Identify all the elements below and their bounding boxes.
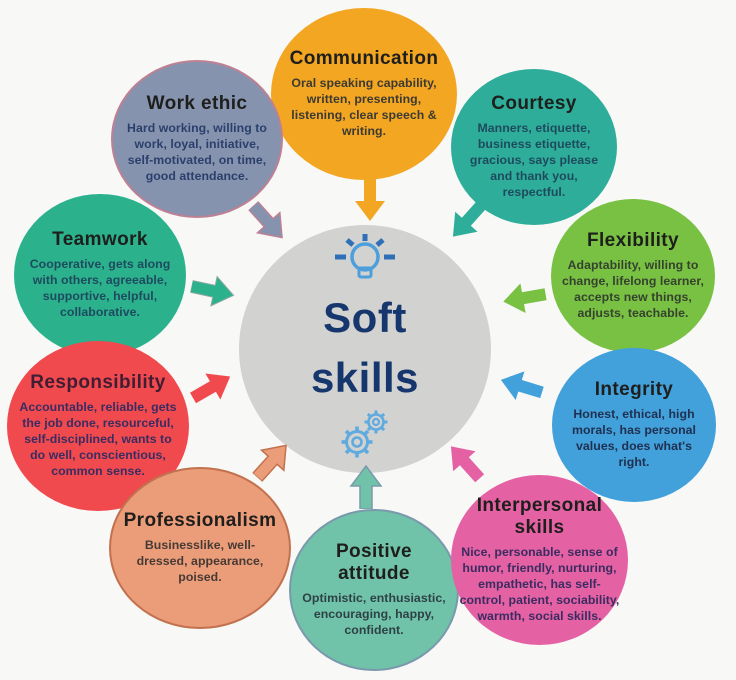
node-title: Integrity (594, 378, 674, 400)
node-positive-attitude: Positive attitude Optimistic, enthusiast… (289, 509, 459, 671)
node-responsibility: Responsibility Accountable, reliable, ge… (7, 341, 189, 511)
node-description: Oral speaking capability, written, prese… (291, 76, 437, 139)
node-title: Flexibility (586, 229, 680, 251)
node-professionalism: Professionalism Businesslike, well-dress… (109, 467, 291, 629)
node-description: Optimistic, enthusiastic, encouraging, h… (302, 590, 446, 637)
node-description: Nice, personable, sense of humor, friend… (459, 544, 620, 623)
positive-attitude-arrow-icon (349, 465, 383, 509)
node-title: Professionalism (123, 509, 277, 531)
node-title: Communication (289, 47, 439, 69)
teamwork-arrow-icon (188, 270, 238, 312)
communication-arrow-icon (353, 178, 387, 222)
node-title: Courtesy (491, 92, 577, 114)
integrity-arrow-icon (495, 363, 547, 408)
node-title: Interpersonal skills (476, 495, 603, 538)
node-description: Manners, etiquette, business etiquette, … (469, 121, 599, 200)
interpersonal-skills-arrow-icon (438, 434, 493, 489)
node-description: Honest, ethical, high morals, has person… (571, 407, 697, 470)
node-communication: Communication Oral speaking capability, … (271, 8, 457, 180)
node-teamwork: Teamwork Cooperative, gets along with ot… (14, 194, 186, 356)
node-interpersonal-skills: Interpersonal skills Nice, personable, s… (451, 475, 628, 645)
gears-icon (335, 409, 395, 466)
center-title-line2: skills (310, 354, 420, 401)
flexibility-arrow-icon (499, 277, 548, 318)
node-title: Positive attitude (335, 541, 413, 584)
lightbulb-idea-icon (332, 232, 398, 293)
node-description: Cooperative, gets along with others, agr… (29, 257, 171, 320)
center-soft-skills-circle: Soft skills (239, 225, 491, 473)
node-courtesy: Courtesy Manners, etiquette, business et… (451, 69, 617, 225)
node-title: Responsibility (30, 371, 166, 393)
responsibility-arrow-icon (184, 361, 239, 412)
professionalism-arrow-icon (245, 433, 300, 488)
node-work-ethic: Work ethic Hard working, willing to work… (111, 60, 283, 218)
courtesy-arrow-icon (440, 193, 495, 248)
node-flexibility: Flexibility Adaptability, willing to cha… (551, 199, 715, 353)
node-title: Teamwork (52, 228, 148, 250)
node-description: Accountable, reliable, gets the job done… (19, 400, 177, 479)
node-description: Businesslike, well-dressed, appearance, … (136, 538, 264, 585)
node-description: Hard working, willing to work, loyal, in… (127, 121, 267, 184)
center-title-line1: Soft (323, 294, 407, 341)
node-description: Adaptability, willing to change, lifelon… (561, 258, 705, 321)
node-title: Work ethic (146, 92, 248, 114)
work-ethic-arrow-icon (241, 194, 296, 249)
node-integrity: Integrity Honest, ethical, high morals, … (552, 348, 716, 502)
